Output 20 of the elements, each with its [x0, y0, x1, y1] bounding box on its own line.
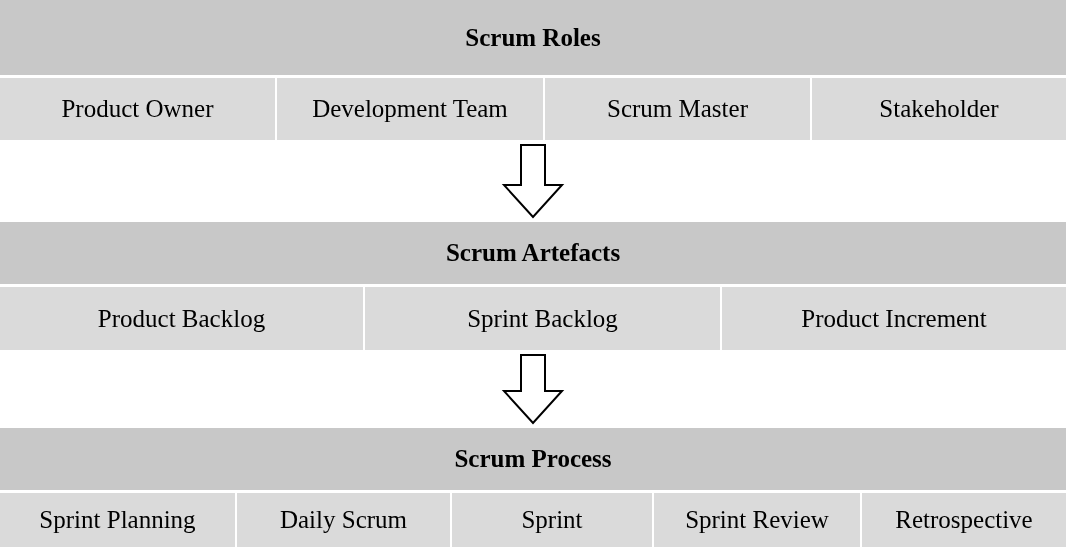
section-title: Scrum Artefacts: [445, 239, 621, 267]
item-cell: Stakeholder: [812, 78, 1066, 140]
item-cell: Product Owner: [0, 78, 275, 140]
item-cell: Sprint Planning: [0, 493, 235, 547]
section-panel: [0, 428, 1066, 547]
section-panel: [0, 222, 1066, 350]
block-arrow: [501, 144, 565, 219]
section-panel: [0, 0, 1066, 140]
item-cell: Daily Scrum: [237, 493, 450, 547]
item-cell: Retrospective: [862, 493, 1066, 547]
item-cell: Product Backlog: [0, 287, 363, 350]
item-cell: Scrum Master: [545, 78, 810, 140]
item-cell: Development Team: [277, 78, 543, 140]
section-title: Scrum Process: [454, 445, 612, 473]
item-cell: Product Increment: [722, 287, 1066, 350]
item-cell: Sprint: [452, 493, 652, 547]
section-title: Scrum Roles: [465, 23, 601, 52]
block-arrow: [501, 354, 565, 425]
item-cell: Sprint Backlog: [365, 287, 720, 350]
item-cell: Sprint Review: [654, 493, 860, 547]
